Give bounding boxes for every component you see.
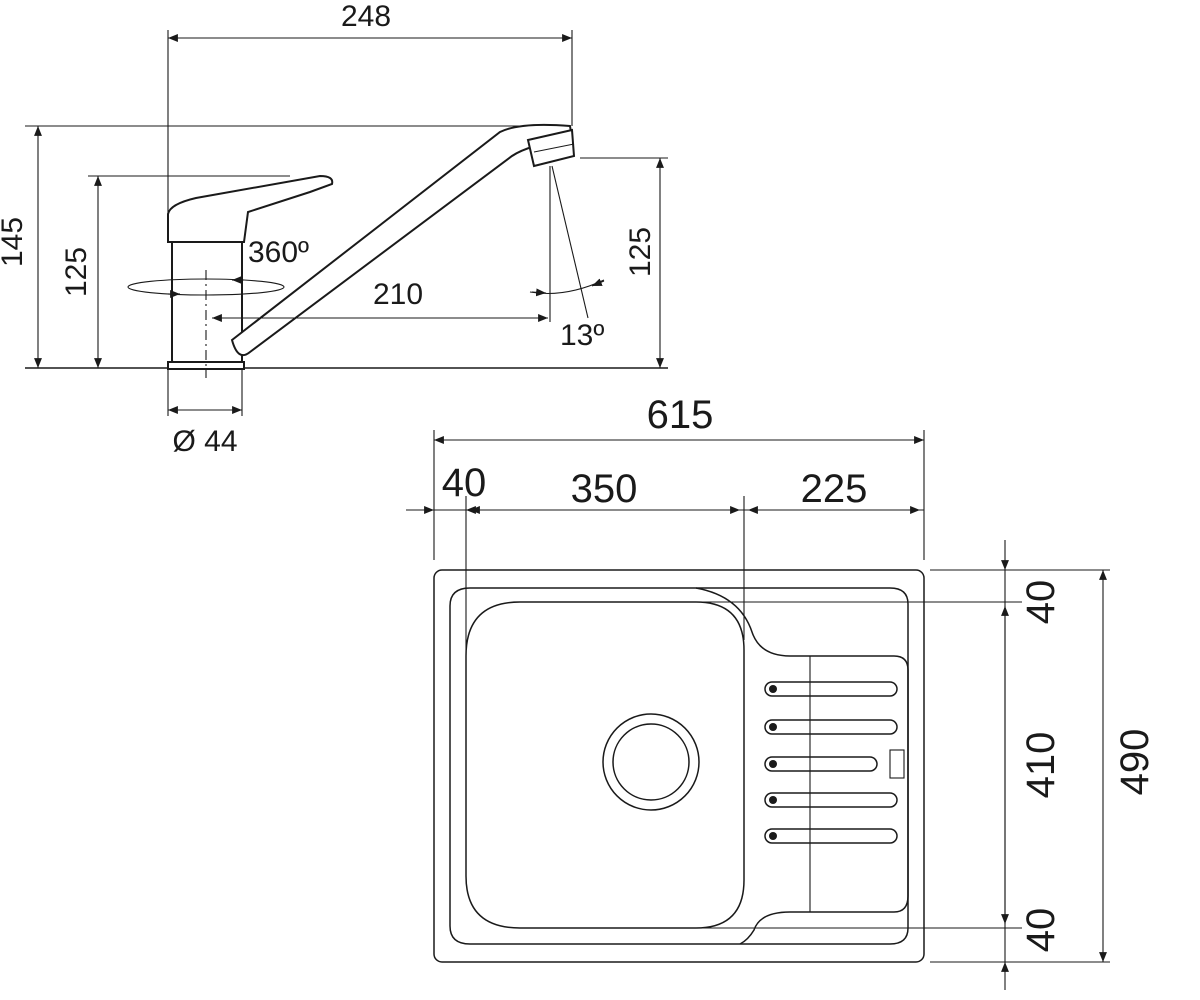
sink-bowl xyxy=(465,601,745,929)
dim-label-drainer-width: 225 xyxy=(801,467,868,511)
angle-arrow xyxy=(591,278,605,287)
drainer-groove xyxy=(764,681,898,697)
drainer-groove xyxy=(764,792,898,808)
groove-end xyxy=(769,760,777,768)
drainer-groove xyxy=(764,719,898,735)
dim-label-margin-bottom: 40 xyxy=(1019,908,1063,953)
sink-drain-outer xyxy=(602,713,700,811)
groove-end xyxy=(769,796,777,804)
dim-label-bowl-width: 350 xyxy=(571,467,638,511)
angle-arrow xyxy=(531,288,547,297)
drainer-area xyxy=(695,587,909,945)
dim-label-spout-height: 125 xyxy=(624,227,657,277)
dim-label-reach: 248 xyxy=(341,0,391,33)
dim-label-height-total: 145 xyxy=(0,217,29,267)
dim-label-offset-left: 40 xyxy=(442,461,487,505)
groove-end xyxy=(769,723,777,731)
rotation-label: 360º xyxy=(248,236,309,269)
brand-plate xyxy=(889,749,905,779)
sink-inner-border xyxy=(449,587,909,945)
spray-angle-label: 13º xyxy=(560,319,604,352)
dim-label-base-diameter: Ø 44 xyxy=(172,425,237,458)
dim-label-bowl-depth: 410 xyxy=(1019,732,1063,799)
sink-drain-inner xyxy=(612,723,690,801)
sink-drawing: 615 40 350 225 40 410 40 490 xyxy=(406,393,1157,990)
drainer-groove xyxy=(764,828,898,844)
faucet-lever-handle xyxy=(167,174,334,243)
dim-label-width-total: 615 xyxy=(647,393,714,437)
groove-end xyxy=(769,685,777,693)
spray-angle-arc xyxy=(529,279,605,295)
aerator-line xyxy=(533,143,575,153)
faucet-aerator xyxy=(526,128,576,168)
dim-label-spout-reach: 210 xyxy=(373,278,423,311)
faucet-drawing: 248 145 125 360º 210 13º 125 Ø 44 xyxy=(0,0,668,458)
faucet-body xyxy=(171,239,243,367)
groove-end xyxy=(769,832,777,840)
dim-label-margin-top: 40 xyxy=(1019,580,1063,625)
sink-outer-rim xyxy=(433,569,925,963)
dim-label-height-body: 125 xyxy=(60,247,93,297)
drainer-groove xyxy=(764,756,878,772)
dim-label-depth-total: 490 xyxy=(1113,729,1157,796)
spray-angle-line xyxy=(551,165,589,319)
